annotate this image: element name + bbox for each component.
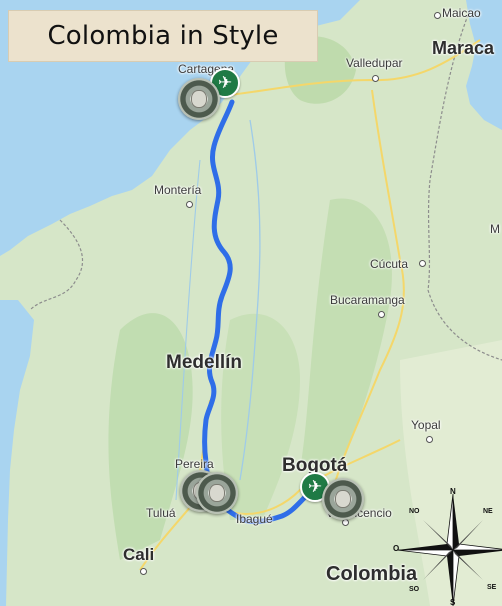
compass-west: O <box>393 544 400 553</box>
andes-east-range <box>300 198 392 470</box>
gulf-of-venezuela <box>466 0 502 130</box>
medallion-villavicencio-icon[interactable] <box>322 478 364 520</box>
llanos-plains <box>400 340 502 606</box>
panama-border <box>29 219 84 311</box>
magdalena-river <box>239 119 261 481</box>
city-dot-cali <box>140 568 147 575</box>
city-dot-villavicencio <box>342 519 349 526</box>
medallion-cartagena-icon[interactable] <box>178 78 220 120</box>
compass-southeast: SE <box>487 584 497 591</box>
city-label-maicao: Maicao <box>442 6 481 20</box>
compass-rose: N S O NO NE SO SE <box>393 487 502 606</box>
venezuela-border <box>427 9 502 361</box>
road-east <box>329 89 405 501</box>
city-label-monteria: Montería <box>154 183 202 197</box>
compass-northwest: NO <box>409 508 420 515</box>
city-dot-monteria <box>186 201 193 208</box>
airport-cartagena-icon[interactable]: ✈ <box>210 68 240 98</box>
travel-route <box>202 99 311 525</box>
city-label-yopal: Yopal <box>411 418 441 432</box>
compass-north: N <box>450 487 456 496</box>
title-banner: Colombia in Style <box>8 10 318 62</box>
city-label-cucuta: Cúcuta <box>370 257 409 271</box>
city-label-tulua: Tuluá <box>146 506 176 520</box>
city-label-pereira: Pereira <box>175 457 214 471</box>
city-label-bucaramanga: Bucaramanga <box>330 293 405 307</box>
city-label-ibague: Ibagué <box>236 512 273 526</box>
city-label-medellin: Medellín <box>166 352 243 373</box>
compass-south: S <box>450 598 456 606</box>
andes-central-range <box>221 313 300 520</box>
andes-west-range <box>108 313 193 560</box>
city-label-bogota: Bogotá <box>282 455 348 476</box>
pacific-ocean <box>0 300 34 606</box>
city-label-valledupar: Valledupar <box>346 56 403 70</box>
medallion-pereira-2-icon[interactable] <box>196 472 238 514</box>
compass-star-icon <box>396 493 502 606</box>
city-dot-maicao <box>434 12 441 19</box>
country-label-colombia: Colombia <box>326 563 418 585</box>
compass-northeast: NE <box>483 508 493 515</box>
compass-southwest: SO <box>409 586 420 593</box>
caribbean-sea <box>0 0 360 256</box>
road-coast <box>229 39 481 96</box>
city-label-maracaibo: Maraca <box>432 38 495 58</box>
city-dot-yopal <box>426 436 433 443</box>
map-title: Colombia in Style <box>47 21 279 51</box>
cauca-river <box>175 159 201 501</box>
city-dot-bucaramanga <box>378 311 385 318</box>
city-dot-valledupar <box>372 75 379 82</box>
city-label-edge-m: M <box>490 222 500 236</box>
city-dot-cucuta <box>419 260 426 267</box>
city-label-cali: Cali <box>123 545 155 564</box>
